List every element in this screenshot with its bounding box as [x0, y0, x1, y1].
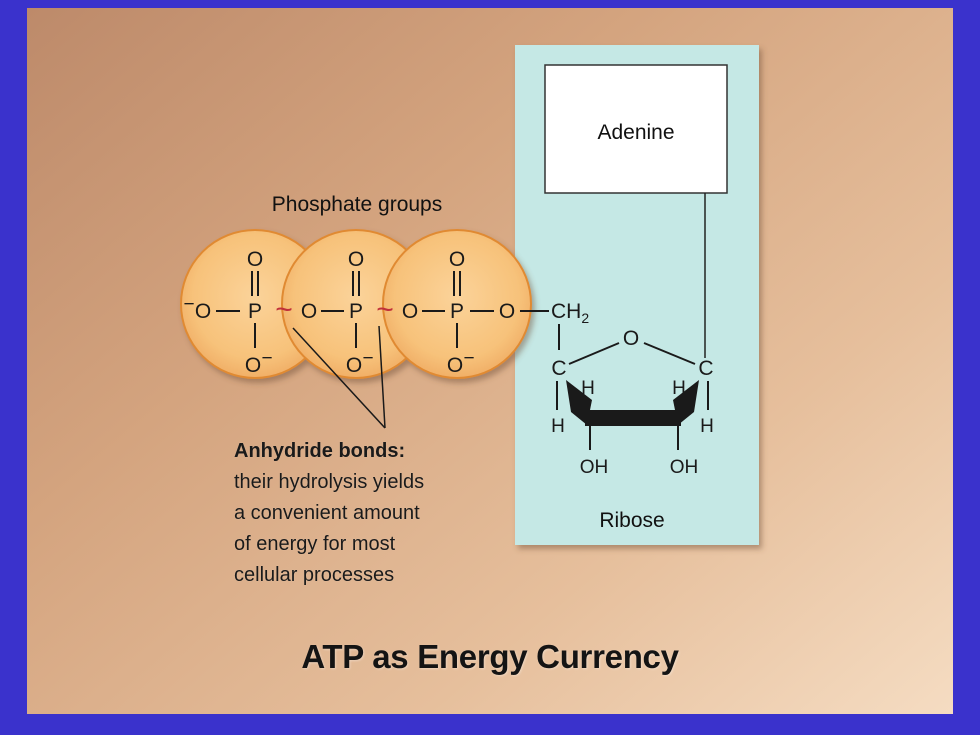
atp-diagram: Adenine Phosphate groups O P O − − O ~: [180, 45, 759, 545]
p2-bottom-oxygen: O: [346, 354, 362, 377]
ch2-label: CH: [551, 300, 581, 323]
slide-title: ATP as Energy Currency: [301, 638, 679, 675]
pointer-line-2: [378, 325, 386, 429]
phosphate-groups-label: Phosphate groups: [272, 193, 442, 216]
phosphate-gamma-circle: [382, 229, 532, 379]
p1-phosphorus: P: [248, 300, 262, 323]
ribose-ring: C O C H H H H OH OH: [551, 324, 714, 478]
c4-carbon: C: [551, 357, 566, 380]
p3-bottom-charge: −: [463, 348, 474, 369]
phosphate-3: O P O −: [447, 248, 494, 377]
ribose-label: Ribose: [599, 509, 664, 532]
p1-top-oxygen: O: [247, 248, 263, 271]
caption-line-3: of energy for most: [234, 533, 396, 555]
c4-hydrogen-up: H: [581, 378, 595, 399]
caption-line-1: their hydrolysis yields: [234, 471, 425, 493]
p2-bottom-charge: −: [362, 348, 373, 369]
p1-bottom-charge: −: [261, 348, 272, 369]
c1-carbon: C: [698, 357, 713, 380]
caption-line-2: a convenient amount: [234, 502, 420, 524]
adenine-label: Adenine: [597, 121, 674, 144]
p3-top-oxygen: O: [449, 248, 465, 271]
c4-hydrogen-down: H: [551, 416, 565, 437]
p3-phosphorus: P: [450, 300, 464, 323]
bridge-oxygen-2: O: [402, 300, 418, 323]
p2-top-oxygen: O: [348, 248, 364, 271]
slide: Adenine Phosphate groups O P O − − O ~: [27, 8, 953, 714]
phosphate-1: O P O − − O: [183, 248, 272, 377]
terminal-oxygen: O: [195, 300, 211, 323]
c3-hydroxyl: OH: [580, 457, 609, 478]
c1-hydrogen-down: H: [700, 416, 714, 437]
phosphate-groups: [180, 229, 532, 379]
p1-bottom-oxygen: O: [245, 354, 261, 377]
ch2-subscript: 2: [581, 310, 589, 326]
ester-oxygen: O: [499, 300, 515, 323]
terminal-charge: −: [183, 294, 194, 315]
p3-bottom-oxygen: O: [447, 354, 463, 377]
phosphate-2: O P O −: [346, 248, 374, 377]
caption-line-4: cellular processes: [234, 564, 395, 586]
ch2-group: CH2: [551, 300, 589, 326]
ring-oxygen: O: [623, 327, 639, 350]
anhydride-bond-1: ~: [275, 293, 293, 326]
anhydride-bond-2: ~: [376, 293, 394, 326]
bridge-oxygen-1: O: [301, 300, 317, 323]
p2-phosphorus: P: [349, 300, 363, 323]
anhydride-caption: Anhydride bonds: their hydrolysis yields…: [234, 436, 514, 591]
pointer-line-1: [292, 327, 386, 429]
adenine-box: [544, 64, 728, 194]
c2-hydroxyl: OH: [670, 457, 699, 478]
c3-c2-bold-bond: [585, 410, 681, 426]
caption-heading: Anhydride bonds:: [234, 440, 406, 462]
